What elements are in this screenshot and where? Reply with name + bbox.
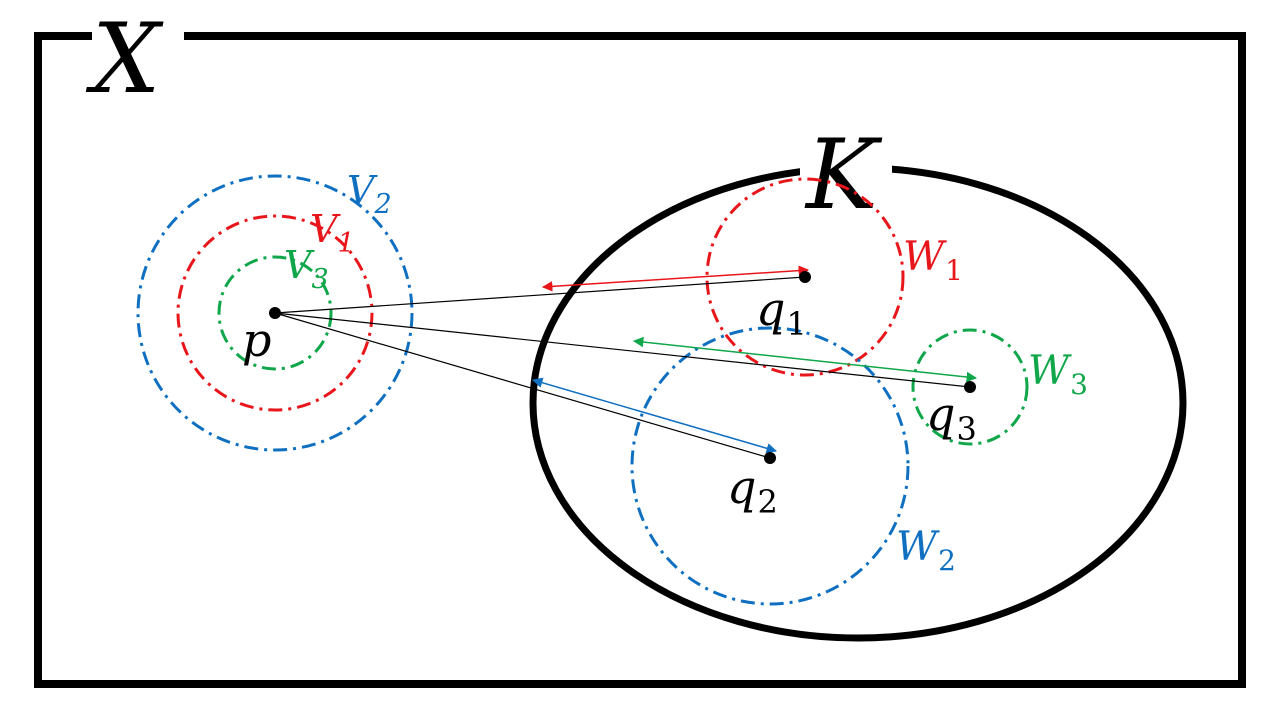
point-p (269, 307, 281, 319)
neighborhood-v1-label: V1 (310, 207, 355, 259)
neighborhood-w2-label: W2 (896, 524, 956, 577)
neighborhood-v3-circle (217, 255, 333, 371)
neighborhood-w2-circle (630, 326, 910, 606)
point-p-label: p (242, 313, 271, 367)
point-q2-label: q2 (727, 460, 778, 521)
space-x-label: X (85, 3, 164, 115)
line-p-q2 (274, 312, 771, 459)
point-q1 (799, 271, 811, 283)
arrow-w1-radius (541, 265, 810, 292)
neighborhood-v2-circle (136, 174, 414, 452)
line-p-q1 (274, 276, 806, 314)
neighborhood-w3-label: W3 (1028, 348, 1088, 401)
neighborhood-v1-circle (176, 214, 374, 412)
compact-set-k-boundary (529, 164, 1187, 642)
compact-set-k-label: K (804, 119, 883, 231)
arrow-w2-radius (531, 377, 778, 454)
point-q3 (964, 381, 976, 393)
line-p-q3 (274, 312, 971, 388)
x-label-gap (92, 24, 184, 48)
point-q1-label: q1 (756, 282, 807, 343)
neighborhood-v3-label: V3 (284, 243, 329, 295)
neighborhood-w3-circle (911, 328, 1029, 446)
point-q2 (764, 452, 776, 464)
point-q3-label: q3 (926, 387, 977, 448)
neighborhood-w1-label: W1 (903, 234, 963, 287)
neighborhood-v2-label: V2 (347, 168, 392, 220)
arrow-w3-radius (632, 336, 978, 383)
space-x-frame (34, 32, 1246, 688)
